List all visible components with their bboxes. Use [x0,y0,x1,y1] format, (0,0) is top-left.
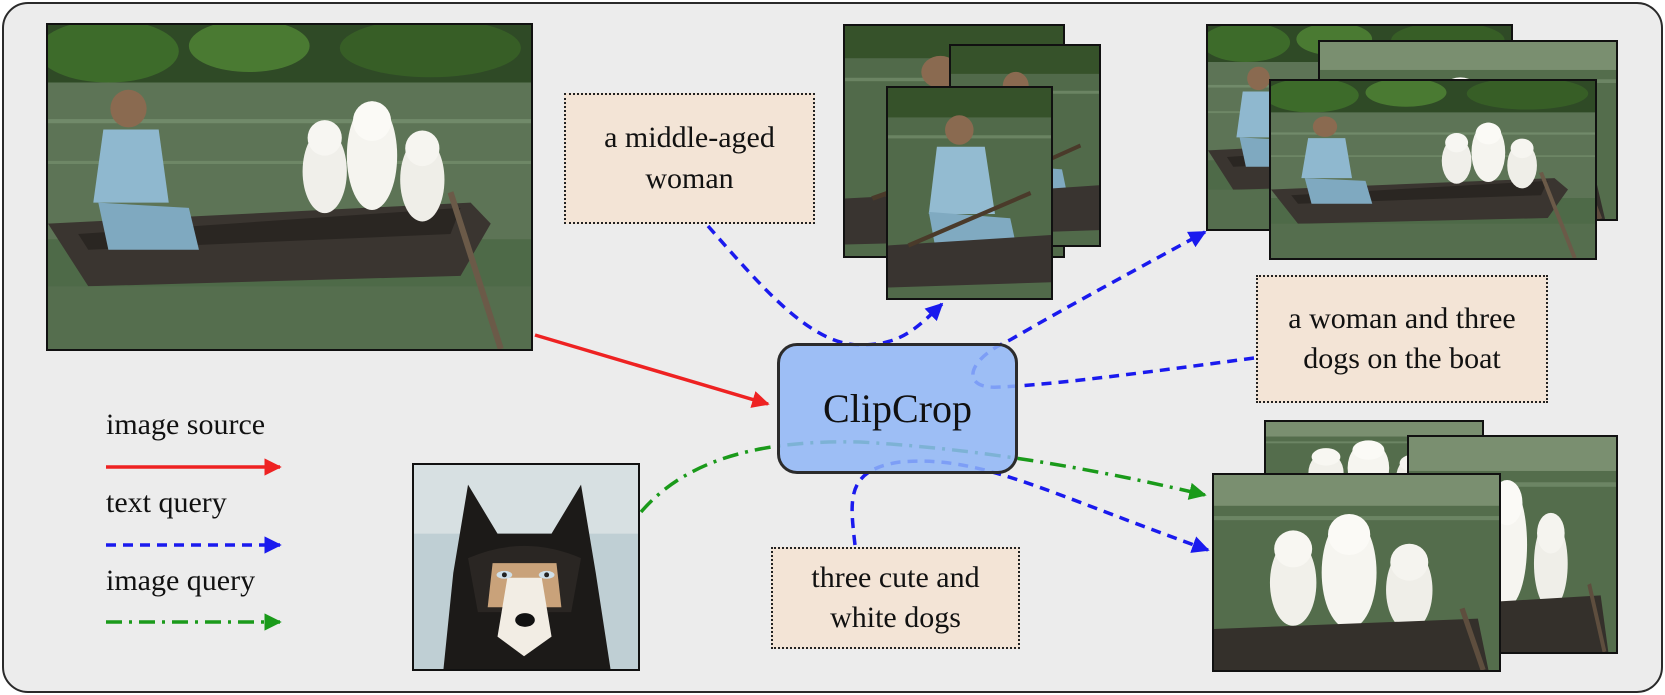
text-query-dogs: three cute and white dogs [771,547,1020,649]
legend-image-query-label: image query [106,564,256,597]
source-image [46,23,533,351]
text-query-woman: a middle-aged woman [564,93,815,224]
legend-image-source-label: image source [106,408,266,441]
boat-scene-photo [48,25,531,349]
dogs-crop-front [1212,473,1501,672]
boat-crop-front [1269,79,1597,260]
woman-crop-photos [888,88,1051,298]
boat-crop-photos [1271,81,1595,258]
text-query-boat: a woman and three dogs on the boat [1256,275,1548,403]
woman-crop-front [886,86,1053,300]
clipcrop-box: ClipCrop [777,343,1018,474]
husky-image [412,463,640,671]
husky-photo [414,465,638,669]
legend-text-query-label: text query [106,486,227,519]
dogs-crop-photos [1214,475,1499,670]
